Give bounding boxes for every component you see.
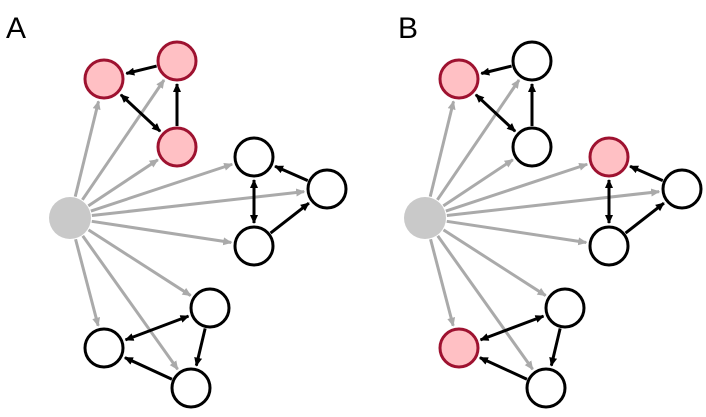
triad-edge-1-0 xyxy=(629,164,664,182)
triad-edge-0-2 xyxy=(119,93,162,133)
panel-a: A xyxy=(6,12,348,409)
node-bottom-0 xyxy=(544,287,586,329)
node-middle-0 xyxy=(233,136,275,178)
active-node-top-2 xyxy=(156,126,198,168)
triad-edge-2-2 xyxy=(478,356,528,381)
active-node-middle-0 xyxy=(588,136,630,178)
hub-edge-1-2 xyxy=(446,219,588,246)
node-top-2 xyxy=(511,126,553,168)
hub-edge-0-0 xyxy=(73,100,101,197)
node-bottom-2 xyxy=(525,367,567,409)
triad-edge-1-1 xyxy=(624,201,665,235)
active-node-top-1 xyxy=(156,40,198,82)
node-middle-1 xyxy=(661,168,703,210)
triad-edge-1-1 xyxy=(269,201,310,235)
hub-edge-1-0 xyxy=(445,162,589,213)
triad-edge-1-0 xyxy=(274,164,309,182)
hub-edges-b xyxy=(428,79,661,371)
hub-node xyxy=(404,197,446,239)
hub-edge-1-1 xyxy=(446,188,661,218)
hub-edges-a xyxy=(73,79,306,371)
node-middle-2 xyxy=(588,225,630,267)
hub-node xyxy=(49,197,91,239)
triad-edge-2-0 xyxy=(479,314,545,342)
node-middle-2 xyxy=(233,225,275,267)
node-bottom-1 xyxy=(83,327,125,369)
hub-edge-0-0 xyxy=(428,100,456,197)
hub-edge-2-1 xyxy=(74,238,101,327)
nodes-b xyxy=(404,40,703,409)
hub-edge-0-2 xyxy=(87,158,159,208)
triad-edges-a xyxy=(119,64,310,381)
hub-edge-1-2 xyxy=(91,219,233,246)
triad-edge-2-1 xyxy=(194,328,207,367)
hub-edge-2-0 xyxy=(442,228,547,297)
node-bottom-0 xyxy=(189,287,231,329)
node-middle-1 xyxy=(306,168,348,210)
hub-edge-2-2 xyxy=(81,235,179,371)
active-node-top-0 xyxy=(438,58,480,100)
active-node-top-0 xyxy=(83,58,125,100)
node-bottom-2 xyxy=(170,367,212,409)
panel-b: B xyxy=(398,12,703,409)
active-node-bottom-1 xyxy=(438,327,480,369)
nodes-a xyxy=(49,40,348,409)
hub-edge-2-0 xyxy=(87,228,192,297)
triad-edge-2-2 xyxy=(123,356,173,381)
triad-edge-0-0 xyxy=(125,64,157,76)
triad-edge-2-1 xyxy=(549,328,562,367)
hub-edge-0-2 xyxy=(442,158,514,208)
panel-label-a: A xyxy=(6,12,26,45)
triad-edge-0-2 xyxy=(474,93,517,133)
hub-edge-2-1 xyxy=(429,238,456,327)
triad-edge-0-0 xyxy=(480,64,512,76)
hub-edge-2-2 xyxy=(436,235,534,371)
triad-edges-b xyxy=(474,64,665,381)
hub-edge-1-1 xyxy=(91,188,306,218)
panel-label-b: B xyxy=(398,12,418,45)
hub-edge-1-0 xyxy=(90,162,234,213)
triad-edge-2-0 xyxy=(124,314,190,342)
node-top-1 xyxy=(511,40,553,82)
